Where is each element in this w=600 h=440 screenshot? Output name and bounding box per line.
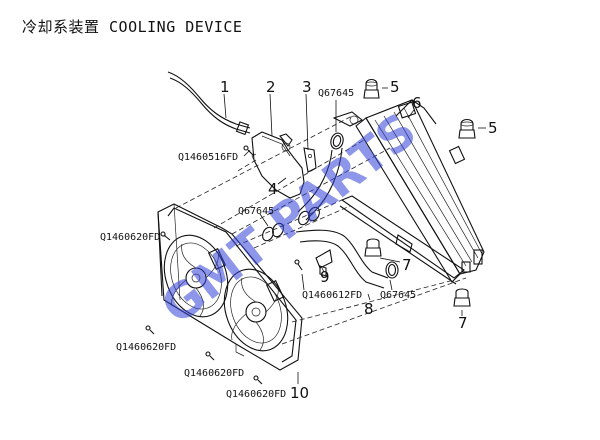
- rubber-mount-right: [458, 118, 476, 139]
- small-clip: [319, 265, 327, 277]
- rubber-mount-top: [363, 78, 380, 99]
- code-q1460620fd-bottom-left: Q1460620FD: [116, 342, 176, 353]
- code-q67645-mid: Q67645: [238, 206, 274, 217]
- upper-hose: [297, 132, 344, 221]
- lower-hose: [295, 229, 399, 289]
- fan-shroud: [157, 203, 303, 371]
- reservoir-tank: [251, 131, 305, 199]
- label-8: 8: [364, 300, 374, 318]
- radiator: [332, 99, 485, 285]
- label-9: 9: [320, 268, 330, 286]
- label-4: 4: [268, 180, 278, 198]
- lower-mount-right: [453, 288, 471, 307]
- code-q1460612fd: Q1460612FD: [302, 290, 362, 301]
- label-3: 3: [302, 78, 312, 96]
- code-q1460620fd-bottom-1: Q1460620FD: [184, 368, 244, 379]
- code-q1460516fd: Q1460516FD: [178, 152, 238, 163]
- lower-mount-left: [364, 238, 382, 257]
- label-5-right: 5: [488, 119, 498, 137]
- page-title: 冷却系装置 COOLING DEVICE: [22, 18, 243, 36]
- label-10: 10: [290, 384, 309, 402]
- alignment-lines: [175, 115, 467, 345]
- label-1: 1: [220, 78, 230, 96]
- code-q67645-low: Q67645: [380, 290, 416, 301]
- label-2: 2: [266, 78, 276, 96]
- label-6: 6: [412, 94, 422, 112]
- screws: [145, 145, 303, 385]
- label-5-top: 5: [390, 78, 400, 96]
- leader-lines: [162, 87, 486, 384]
- hose-clamps-middle: [262, 206, 320, 242]
- code-q1460620fd-bottom-2: Q1460620FD: [226, 389, 286, 400]
- label-7-right: 7: [458, 314, 468, 332]
- code-q1460620fd-left: Q1460620FD: [100, 232, 160, 243]
- label-7-left: 7: [402, 256, 412, 274]
- overflow-hose: [167, 71, 251, 136]
- bracket: [303, 147, 317, 173]
- code-q67645-top: Q67645: [318, 88, 354, 99]
